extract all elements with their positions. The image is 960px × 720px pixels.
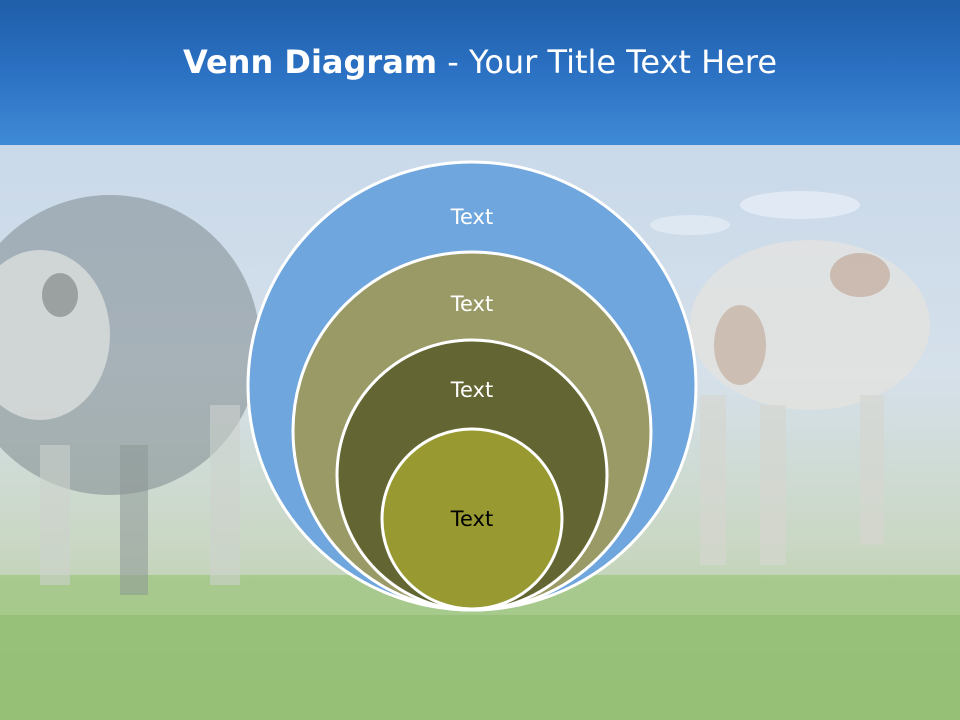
circle-third-label: Text <box>450 378 493 402</box>
slide-title-rest: - Your Title Text Here <box>437 43 778 81</box>
circle-inner-label: Text <box>450 507 493 531</box>
slide-title-bold: Venn Diagram <box>182 43 438 81</box>
title-bar: Venn Diagram - Your Title Text Here <box>0 0 960 145</box>
circle-outer-label: Text <box>450 205 493 229</box>
slide-title: Venn Diagram - Your Title Text Here <box>0 40 960 84</box>
circle-second-label: Text <box>450 292 493 316</box>
circle-inner: Text <box>380 427 564 611</box>
